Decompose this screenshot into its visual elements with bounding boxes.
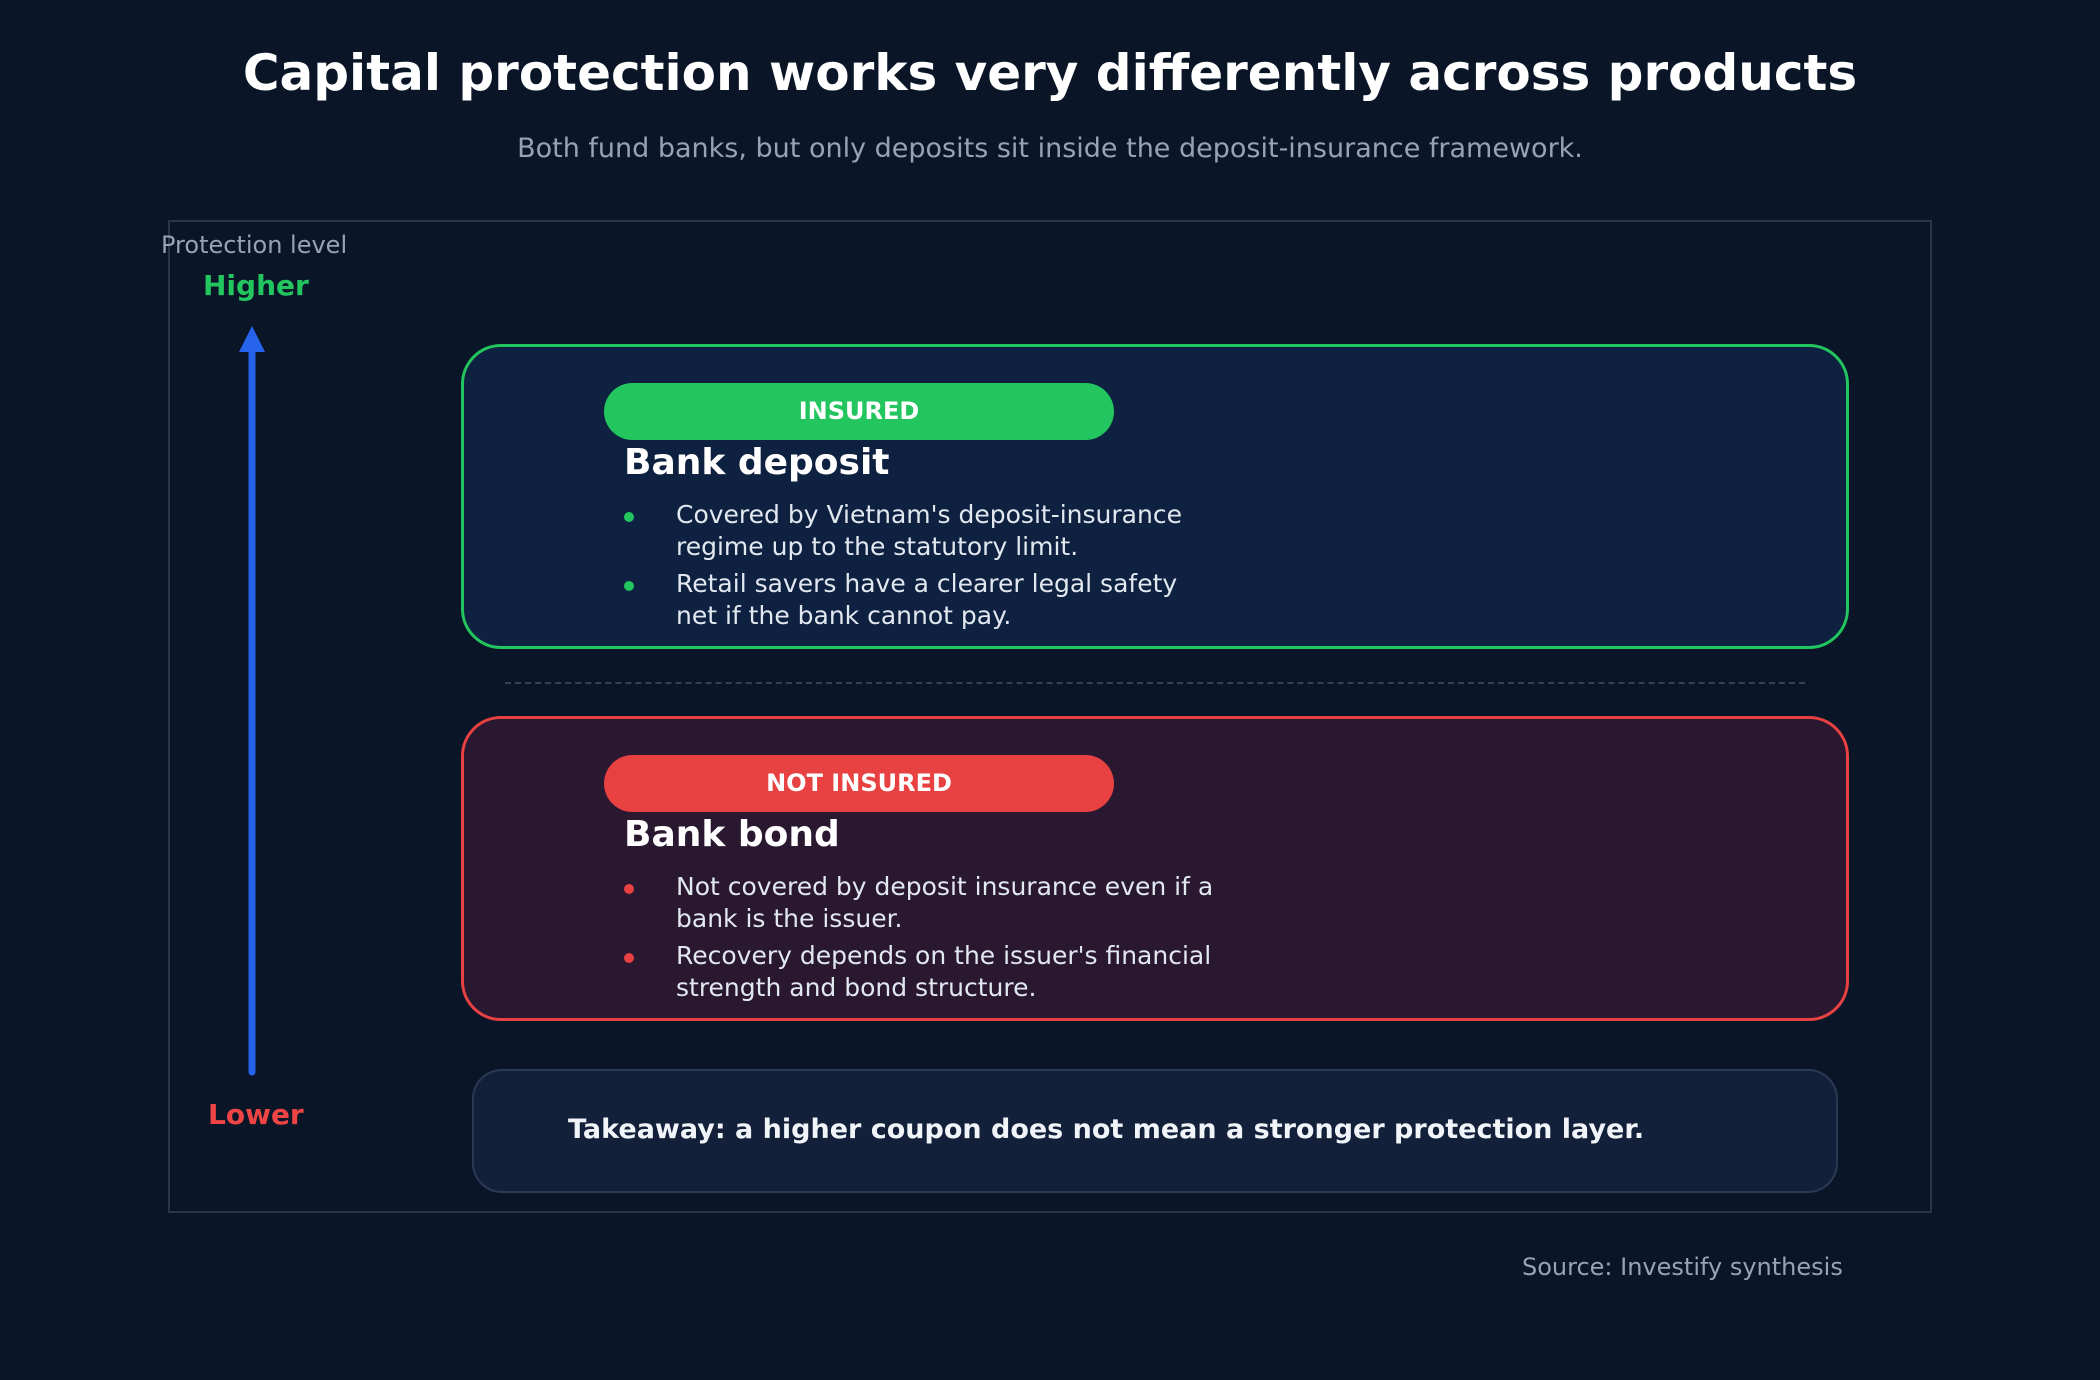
insured-badge: INSURED bbox=[604, 383, 1114, 440]
bullet-dot-icon bbox=[624, 581, 634, 591]
bullet-item: Not covered by deposit insurance even if… bbox=[624, 871, 1224, 935]
takeaway-box: Takeaway: a higher coupon does not mean … bbox=[472, 1069, 1838, 1193]
not-insured-badge: NOT INSURED bbox=[604, 755, 1114, 812]
bullet-text: Recovery depends on the issuer's financi… bbox=[676, 941, 1212, 1002]
bullet-item: Recovery depends on the issuer's financi… bbox=[624, 940, 1224, 1004]
arrow-head bbox=[239, 326, 265, 352]
section-divider bbox=[505, 682, 1805, 684]
card-bank-deposit: INSURED Bank deposit Covered by Vietnam'… bbox=[461, 344, 1849, 649]
page-title: Capital protection works very differentl… bbox=[242, 44, 1858, 102]
bullet-list: Covered by Vietnam's deposit-insurance r… bbox=[624, 499, 1224, 637]
bullet-item: Retail savers have a clearer legal safet… bbox=[624, 568, 1224, 632]
axis-low-label: Lower bbox=[208, 1098, 304, 1131]
card-bank-bond: NOT INSURED Bank bond Not covered by dep… bbox=[461, 716, 1849, 1021]
bullet-list: Not covered by deposit insurance even if… bbox=[624, 871, 1224, 1009]
bullet-item: Covered by Vietnam's deposit-insurance r… bbox=[624, 499, 1224, 563]
bullet-dot-icon bbox=[624, 884, 634, 894]
card-title: Bank bond bbox=[624, 814, 840, 855]
bullet-text: Not covered by deposit insurance even if… bbox=[676, 872, 1214, 933]
diagram-frame bbox=[168, 220, 1932, 1213]
axis-high-label: Higher bbox=[203, 269, 309, 302]
bullet-text: Retail savers have a clearer legal safet… bbox=[676, 569, 1178, 630]
axis-title: Protection level bbox=[161, 231, 348, 259]
card-title: Bank deposit bbox=[624, 442, 890, 483]
bullet-dot-icon bbox=[624, 953, 634, 963]
takeaway-text: Takeaway: a higher coupon does not mean … bbox=[568, 1114, 1645, 1145]
bullet-dot-icon bbox=[624, 512, 634, 522]
protection-arrow-icon bbox=[239, 326, 265, 1076]
source-note: Source: Investify synthesis bbox=[1522, 1253, 1843, 1281]
page-subtitle: Both fund banks, but only deposits sit i… bbox=[517, 133, 1583, 164]
bullet-text: Covered by Vietnam's deposit-insurance r… bbox=[676, 500, 1182, 561]
